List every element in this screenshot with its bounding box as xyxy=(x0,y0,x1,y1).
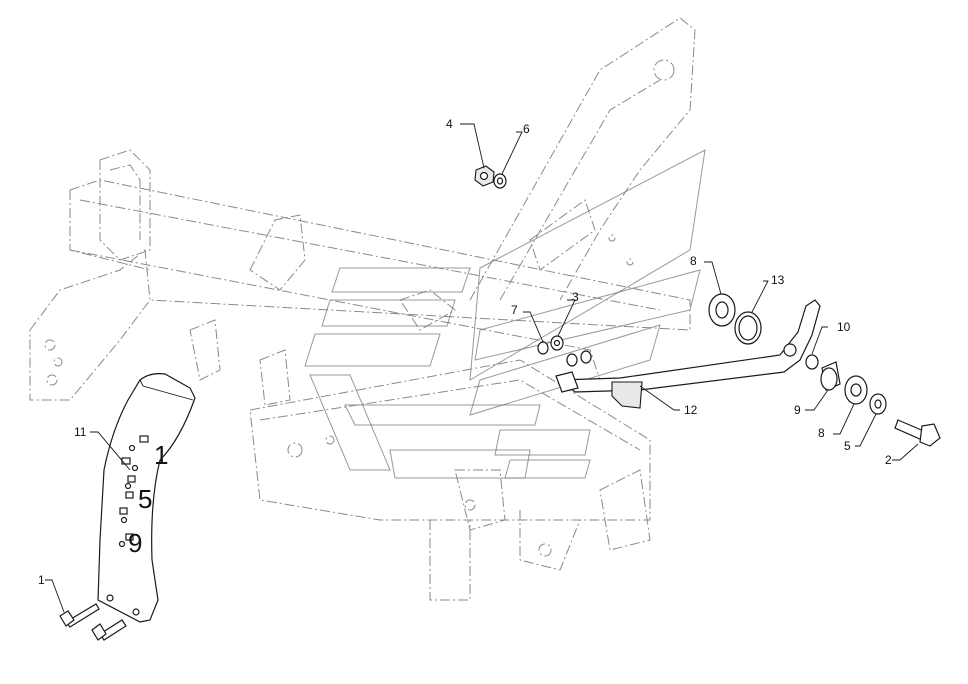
frame-reference-outline xyxy=(29,17,696,601)
decal-number-9: 9 xyxy=(128,528,142,558)
callout-3: 3 xyxy=(572,290,579,304)
bolt-2 xyxy=(894,419,941,447)
callout-9: 9 xyxy=(794,403,801,417)
washer-5 xyxy=(869,393,887,415)
nut-7-washer xyxy=(537,335,592,367)
washer-6 xyxy=(493,173,507,189)
bolt-1-lower xyxy=(91,619,127,641)
callout-1: 1 xyxy=(38,573,45,587)
bushing-10 xyxy=(805,354,819,370)
callout-labels: 1 2 3 4 5 6 7 8 8 9 10 11 12 13 xyxy=(38,117,892,587)
callout-2: 2 xyxy=(885,453,892,467)
callout-7: 7 xyxy=(511,303,518,317)
nut-4 xyxy=(474,165,495,187)
callout-6: 6 xyxy=(523,122,530,136)
ring-13 xyxy=(734,311,762,345)
washer-8-upper xyxy=(708,293,736,327)
bolt-1-upper xyxy=(59,603,100,628)
callout-5: 5 xyxy=(844,439,851,453)
callout-11: 11 xyxy=(74,425,87,439)
leader-lines xyxy=(45,123,919,613)
spacer-9 xyxy=(820,361,841,391)
callout-8-upper: 8 xyxy=(690,254,697,268)
callout-10: 10 xyxy=(837,320,851,334)
callout-13: 13 xyxy=(771,273,785,287)
callout-8-lower: 8 xyxy=(818,426,825,440)
watermark-logo xyxy=(304,149,706,479)
callout-12: 12 xyxy=(684,403,698,417)
decal-number-1: 1 xyxy=(154,440,168,470)
decal-plate: 1 5 9 xyxy=(97,373,196,623)
decal-number-5: 5 xyxy=(138,484,152,514)
callout-4: 4 xyxy=(446,117,453,131)
washer-8-lower xyxy=(844,375,868,405)
lever-arm xyxy=(555,299,821,409)
